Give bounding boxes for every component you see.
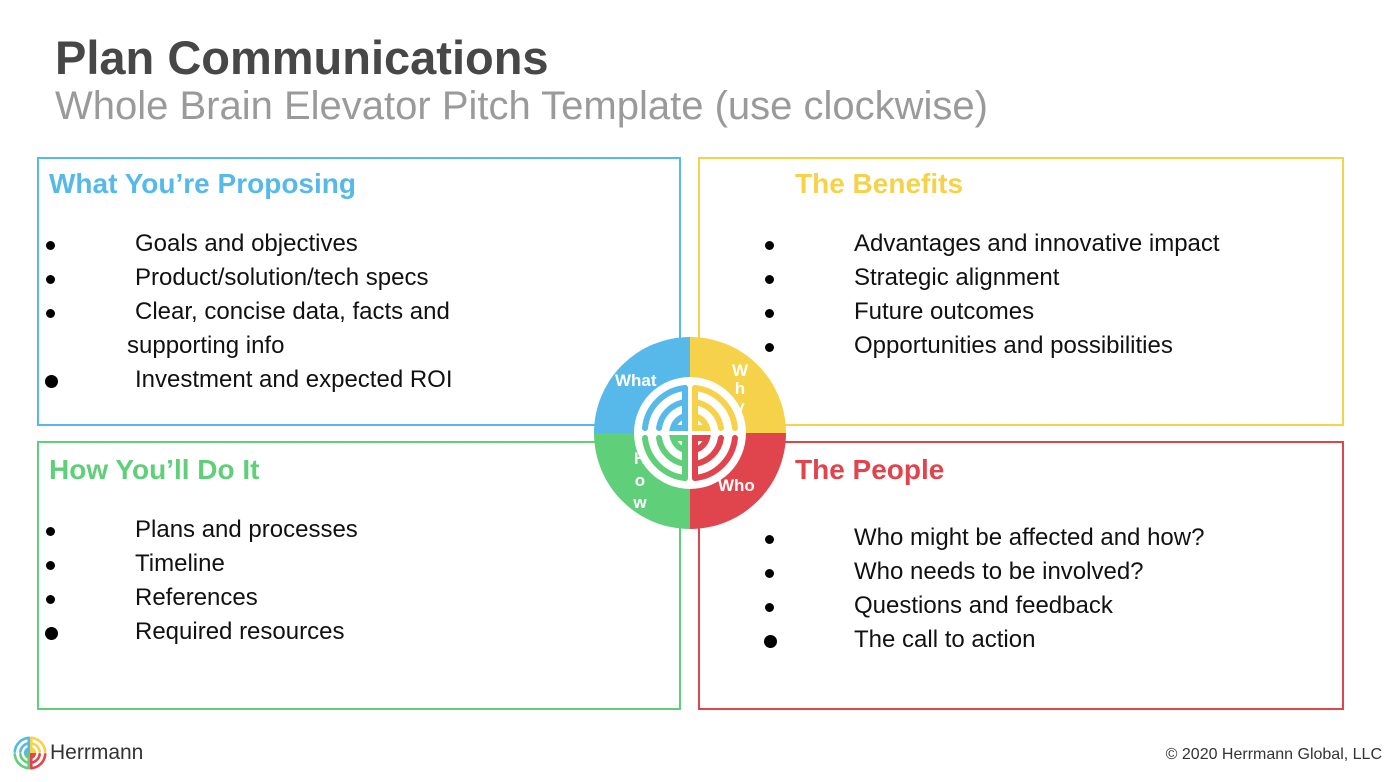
quadrant-title: What You’re Proposing [49,168,356,199]
list-item: Clear, concise data, facts and supportin… [43,295,453,363]
list-item: Strategic alignment [762,261,1220,295]
list-item: Goals and objectives [43,227,453,261]
bullet-list: Goals and objectives Product/solution/te… [43,227,453,397]
whole-brain-logo-icon [642,385,738,481]
page-title: Plan Communications [55,31,549,84]
herrmann-logo: Herrmann [12,735,143,771]
list-item: References [43,581,358,615]
list-item: Opportunities and possibilities [762,329,1220,363]
list-item-line: supporting info [127,332,285,359]
list-item: Product/solution/tech specs [43,261,453,295]
wheel-label-why: y [735,397,745,416]
list-item: Questions and feedback [762,589,1204,623]
quadrant-why: The Benefits Advantages and innovative i… [698,157,1344,426]
wheel-label-who: Who [718,476,755,495]
quadrant-title: The Benefits [795,168,964,199]
list-item: Investment and expected ROI [43,363,453,397]
wheel-label-how: H [634,449,646,468]
list-item: Future outcomes [762,295,1220,329]
wheel-label-how: w [632,493,647,512]
wheel-label-how: o [635,471,645,490]
quadrant-title: The People [795,454,945,485]
copyright-notice: © 2020 Herrmann Global, LLC [1165,746,1382,763]
bullet-list: Plans and processes Timeline References … [43,513,358,649]
bullet-list: Advantages and innovative impact Strateg… [762,227,1220,363]
wheel-label-why: h [735,379,745,398]
list-item: Who needs to be involved? [762,555,1204,589]
bullet-list: Who might be affected and how? Who needs… [762,521,1204,657]
list-item: Who might be affected and how? [762,521,1204,555]
list-item: The call to action [762,623,1204,657]
list-item: Timeline [43,547,358,581]
whole-brain-logo-icon [13,736,47,770]
list-item: Plans and processes [43,513,358,547]
list-item-line: Clear, concise data, facts and [135,298,450,325]
quadrant-how: How You’ll Do It Plans and processes Tim… [37,441,681,710]
wheel-label-why: W [732,361,749,380]
wheel-label-what: What [615,371,657,390]
list-item: Required resources [43,615,358,649]
quadrant-title: How You’ll Do It [49,454,260,485]
list-item: Advantages and innovative impact [762,227,1220,261]
whole-brain-wheel: What W h y H o w Who [593,336,787,530]
wheel-graphic: What W h y H o w Who [594,337,786,529]
quadrant-what: What You’re Proposing Goals and objectiv… [37,157,681,426]
page-subtitle: Whole Brain Elevator Pitch Template (use… [55,84,988,128]
quadrant-who: The People Who might be affected and how… [698,441,1344,710]
brand-name: Herrmann [50,741,144,764]
